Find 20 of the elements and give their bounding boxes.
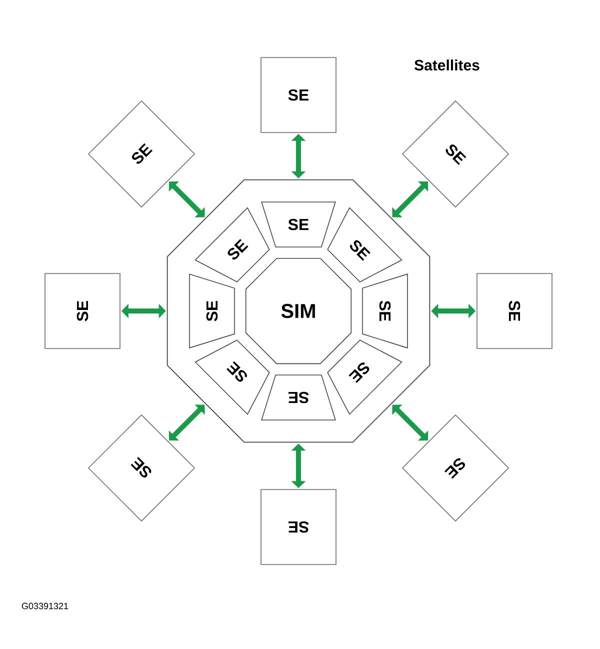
octagon-frame <box>166 179 430 443</box>
segment-box: SE <box>327 207 402 282</box>
segment-box: SE <box>261 374 336 420</box>
satellite-box: SE <box>476 273 552 349</box>
double-arrow <box>392 404 428 441</box>
heading: Satellites <box>414 60 480 71</box>
segment-box: SE <box>194 340 270 415</box>
segment-box: SE <box>261 202 336 248</box>
satellite-box: SE <box>260 489 336 565</box>
segment-box: SE <box>327 340 402 415</box>
double-arrow <box>168 181 205 218</box>
double-arrow <box>168 404 205 441</box>
center-octagon: SIM <box>245 258 352 364</box>
satellite-box: SE <box>44 273 120 349</box>
segment-box: SE <box>362 274 408 348</box>
segment-box: SE <box>194 207 270 282</box>
double-arrow <box>392 181 428 218</box>
segment-box: SE <box>189 274 235 348</box>
satellite-box: SE <box>260 57 336 133</box>
figure-code: G03391321 <box>22 602 68 610</box>
